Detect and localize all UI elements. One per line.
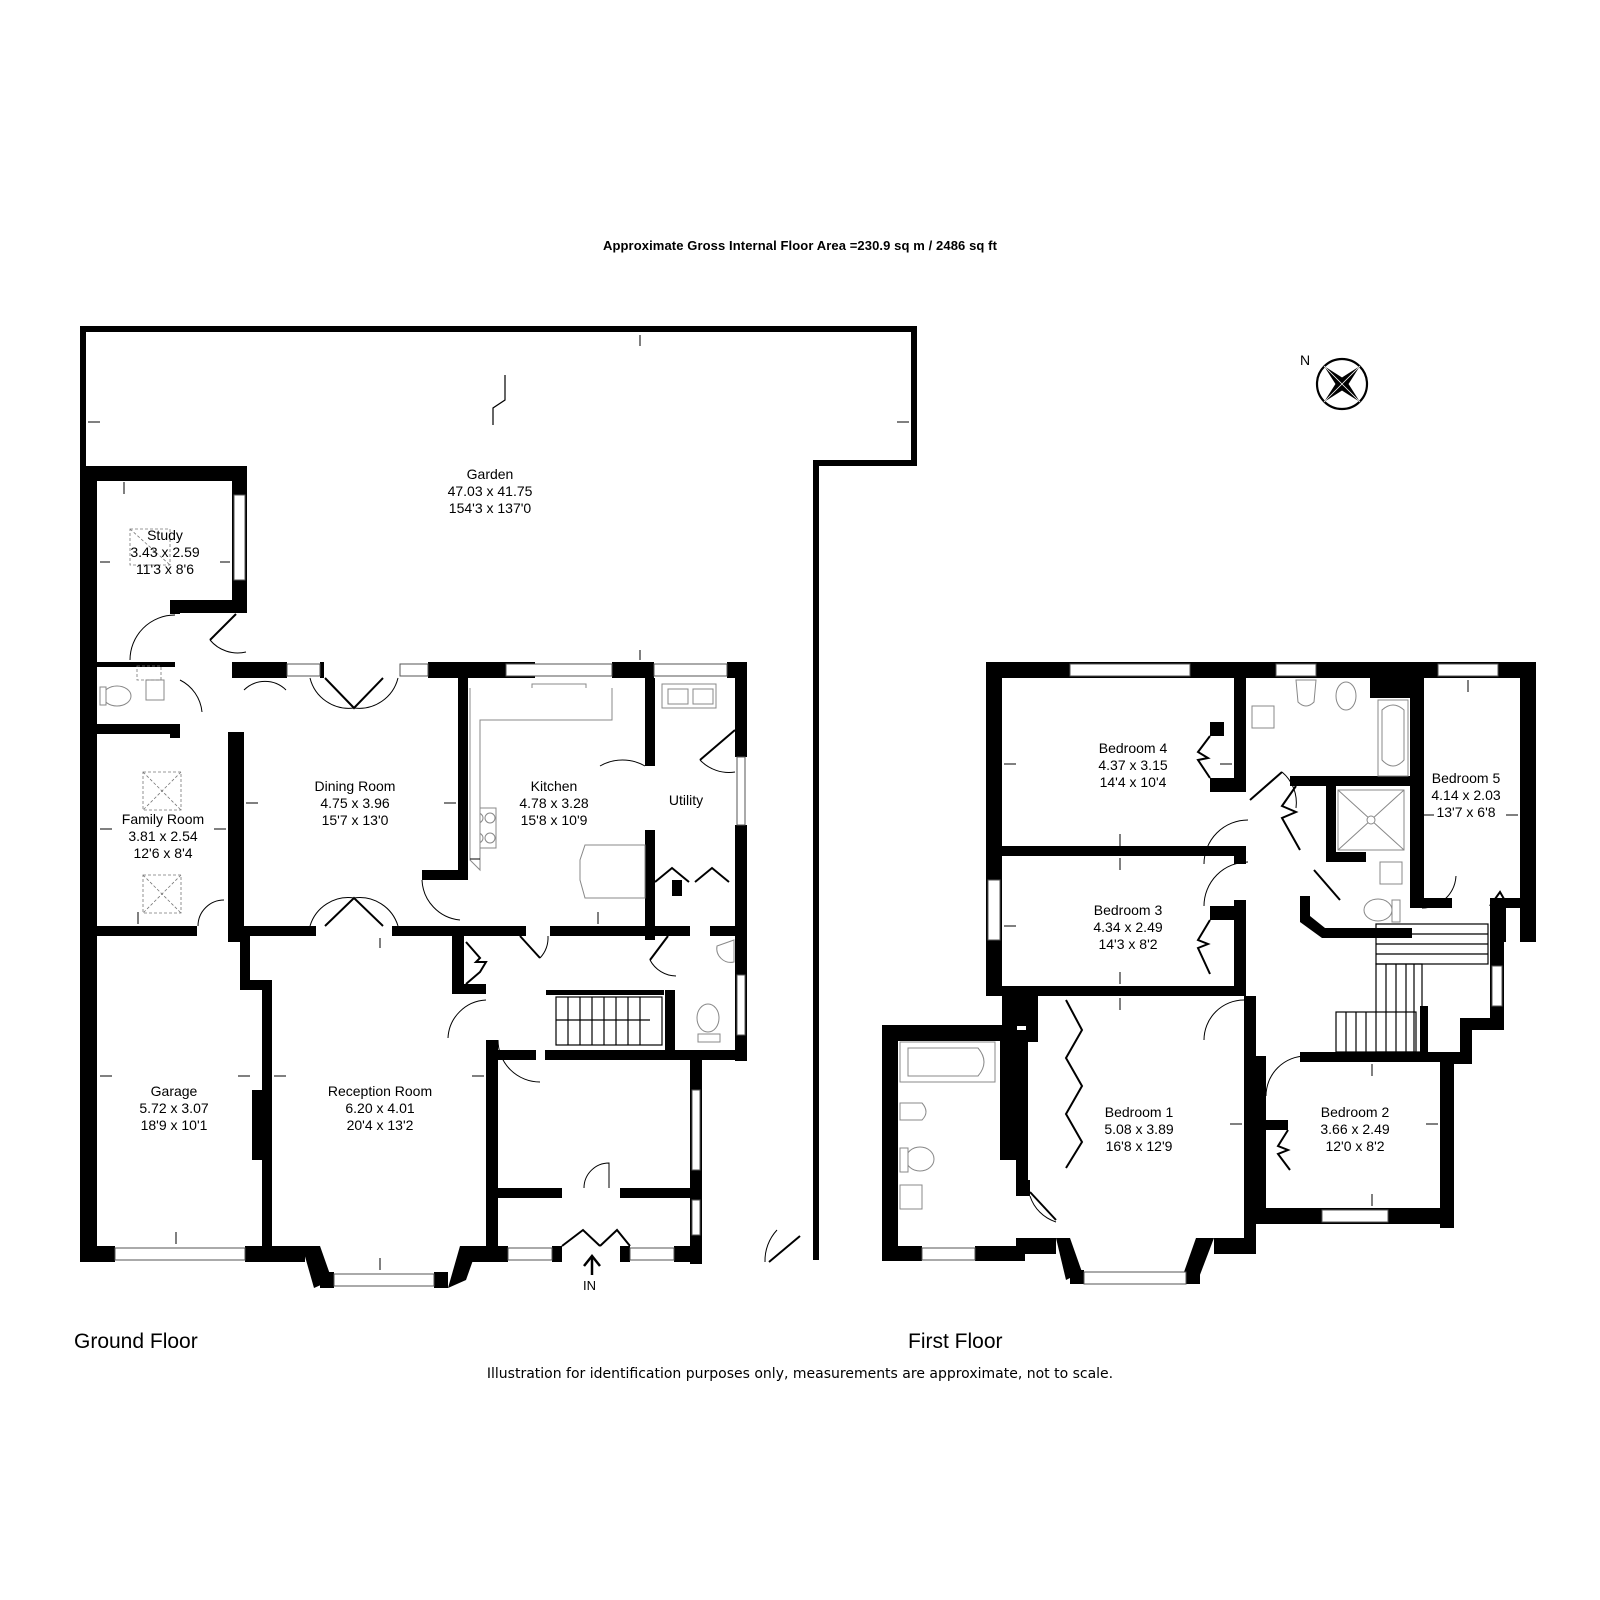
room-bedroom-4: Bedroom 4 4.37 x 3.15 14'4 x 10'4 bbox=[1098, 740, 1168, 790]
ground-floor-walls bbox=[80, 466, 747, 1288]
entrance-arrow-icon bbox=[583, 1253, 601, 1275]
first-floor-windows bbox=[921, 663, 1503, 1285]
floor-area-title: Approximate Gross Internal Floor Area =2… bbox=[602, 238, 998, 253]
room-bedroom-5: Bedroom 5 4.14 x 2.03 13'7 x 6'8 bbox=[1431, 770, 1501, 820]
first-floor-label: First Floor bbox=[908, 1330, 1003, 1353]
room-bedroom-3: Bedroom 3 4.34 x 2.49 14'3 x 8'2 bbox=[1093, 902, 1163, 952]
room-family-room: Family Room 3.81 x 2.54 12'6 x 8'4 bbox=[121, 811, 205, 861]
room-garage: Garage 5.72 x 3.07 18'9 x 10'1 bbox=[139, 1083, 209, 1133]
room-study: Study 3.43 x 2.59 11'3 x 8'6 bbox=[130, 527, 200, 577]
room-kitchen: Kitchen 4.78 x 3.28 15'8 x 10'9 bbox=[519, 778, 589, 828]
first-floor-doors bbox=[1029, 735, 1509, 1223]
room-reception-room: Reception Room 6.20 x 4.01 20'4 x 13'2 bbox=[327, 1083, 433, 1133]
room-garden: Garden 47.03 x 41.75 154'3 x 137'0 bbox=[447, 466, 533, 516]
first-floor-stairs bbox=[1335, 923, 1489, 1054]
ground-floor-doors bbox=[129, 613, 801, 1263]
ground-floor-label: Ground Floor bbox=[74, 1330, 198, 1353]
disclaimer-text: Illustration for identification purposes… bbox=[486, 1366, 1114, 1382]
ground-floor-dimension-arrows bbox=[100, 482, 641, 1270]
room-dining-room: Dining Room 4.75 x 3.96 15'7 x 13'0 bbox=[314, 778, 396, 828]
first-floor-walls bbox=[882, 662, 1536, 1284]
ground-floor-stairs bbox=[546, 990, 664, 1046]
ground-floor-plan bbox=[80, 326, 917, 1288]
first-floor-fixtures bbox=[899, 679, 1409, 1210]
first-floor-dimension-arrows bbox=[1004, 680, 1518, 1206]
first-floor-plan bbox=[882, 662, 1536, 1285]
compass-north-label: N bbox=[1300, 352, 1311, 368]
entrance-label: IN bbox=[583, 1278, 596, 1293]
room-bedroom-1: Bedroom 1 5.08 x 3.89 16'8 x 12'9 bbox=[1104, 1104, 1174, 1154]
room-bedroom-2: Bedroom 2 3.66 x 2.49 12'0 x 8'2 bbox=[1320, 1104, 1390, 1154]
ground-floor-windows bbox=[114, 494, 746, 1287]
ground-floor-fixtures bbox=[99, 528, 735, 1043]
room-utility: Utility bbox=[668, 792, 704, 808]
compass-star-icon bbox=[1315, 357, 1369, 411]
north-compass: N bbox=[1300, 352, 1370, 412]
garden-boundary bbox=[80, 326, 917, 1260]
